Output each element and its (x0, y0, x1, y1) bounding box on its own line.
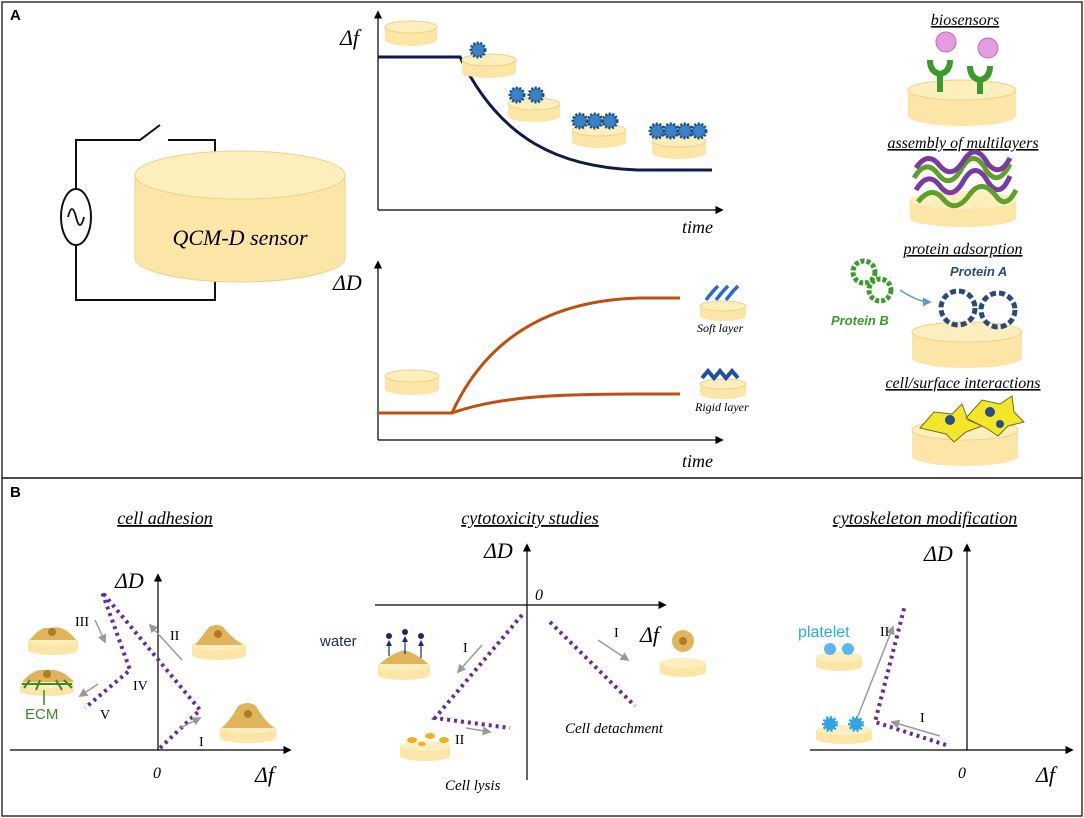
rigid-layer-disc (699, 367, 747, 399)
adh-cell-top-left (28, 627, 78, 655)
time-axis-label-2: time (682, 451, 713, 471)
cell-surface-icon (911, 395, 1025, 466)
multilayers-title: assembly of multilayers (887, 135, 1038, 152)
adh-phase-iv: IV (133, 679, 148, 694)
csk-phase-i: I (920, 711, 925, 726)
df-disc-2 (507, 86, 561, 122)
dd-curve-soft (378, 296, 680, 415)
adh-phase-iii: III (75, 615, 89, 630)
qcmd-sensor-disc (134, 150, 346, 283)
df-disc-4 (648, 122, 708, 159)
cell-adhesion-title: cell adhesion (117, 508, 212, 528)
multilayers-icon (910, 149, 1019, 227)
df-plot: Δf time (339, 10, 724, 237)
cyto-dotted-right (548, 620, 637, 708)
panel-b-frame (1, 477, 1083, 817)
soft-layer-disc (699, 284, 747, 321)
cytoskeleton-title: cytoskeleton modification (833, 508, 1017, 528)
cell-lysis-label: Cell lysis (445, 778, 501, 794)
cyto-phase-i-left: I (463, 641, 468, 656)
csk-spread-platelet-disc (816, 716, 872, 744)
soft-layer-label: Soft layer (697, 321, 744, 335)
cyto-dotted-left (431, 613, 524, 730)
adh-phase-i: I (199, 735, 204, 750)
df-curve (378, 55, 712, 172)
cyto-cell-detached (660, 630, 706, 677)
cyto-x-label: Δf (639, 622, 662, 647)
panel-a-label: A (10, 7, 21, 24)
dd-axis-label: ΔD (332, 270, 362, 295)
cyto-phase-ii: II (455, 733, 465, 748)
cyto-cell-water (378, 629, 430, 680)
adh-cell-right-top (192, 625, 246, 660)
adh-phase-v: V (100, 708, 110, 723)
adh-y-label: ΔD (114, 568, 144, 593)
sensor-label: QCM-D sensor (172, 225, 307, 250)
cyto-y-label: ΔD (483, 538, 513, 563)
panel-b-label: B (10, 484, 21, 501)
ecm-label: ECM (25, 706, 58, 723)
csk-phase-ii: II (880, 625, 890, 640)
protein-adsorption-title: protein adsorption (903, 241, 1023, 258)
df-axis-label: Δf (339, 25, 362, 50)
rigid-layer-label: Rigid layer (694, 400, 749, 414)
protein-b-label: Protein B (831, 313, 889, 328)
cyto-cell-lysis (400, 733, 450, 761)
biosensors-icon (907, 31, 1017, 126)
csk-origin: 0 (958, 765, 966, 782)
csk-x-label: Δf (1035, 762, 1058, 787)
biosensors-title: biosensors (931, 12, 999, 29)
adh-origin: 0 (153, 765, 161, 782)
water-label: water (319, 633, 357, 650)
cell-adhesion-plot: ΔD Δf 0 (10, 568, 292, 787)
adh-dotted-path (83, 590, 203, 750)
df-disc-3 (571, 112, 627, 148)
ac-source-icon (60, 188, 92, 246)
adh-x-label: Δf (254, 762, 277, 787)
cytotoxicity-plot: ΔD Δf 0 (375, 538, 667, 780)
adh-phase-ii: II (170, 629, 180, 644)
dd-disc-bare (384, 369, 440, 395)
df-disc-1 (461, 41, 517, 78)
platelet-label: platelet (798, 624, 850, 641)
csk-y-label: ΔD (923, 541, 953, 566)
csk-platelet-disc (816, 643, 862, 671)
cell-surface-title: cell/surface interactions (885, 375, 1040, 392)
csk-dotted-path (872, 604, 947, 747)
adh-cell-ecm (20, 669, 74, 705)
time-axis-label-1: time (682, 217, 713, 237)
protein-a-label: Protein A (950, 264, 1007, 279)
dd-plot: ΔD time (332, 260, 724, 471)
adh-cell-right-bottom (220, 703, 276, 743)
cell-detachment-label: Cell detachment (565, 721, 664, 737)
dd-curve-rigid (451, 392, 680, 415)
protein-adsorption-icon (850, 258, 1023, 368)
cytotoxicity-title: cytotoxicity studies (461, 508, 598, 528)
df-disc-0 (384, 20, 438, 46)
cytoskeleton-plot: ΔD Δf 0 (810, 541, 1074, 787)
cyto-origin: 0 (535, 587, 543, 604)
cyto-phase-i-right: I (614, 626, 619, 641)
